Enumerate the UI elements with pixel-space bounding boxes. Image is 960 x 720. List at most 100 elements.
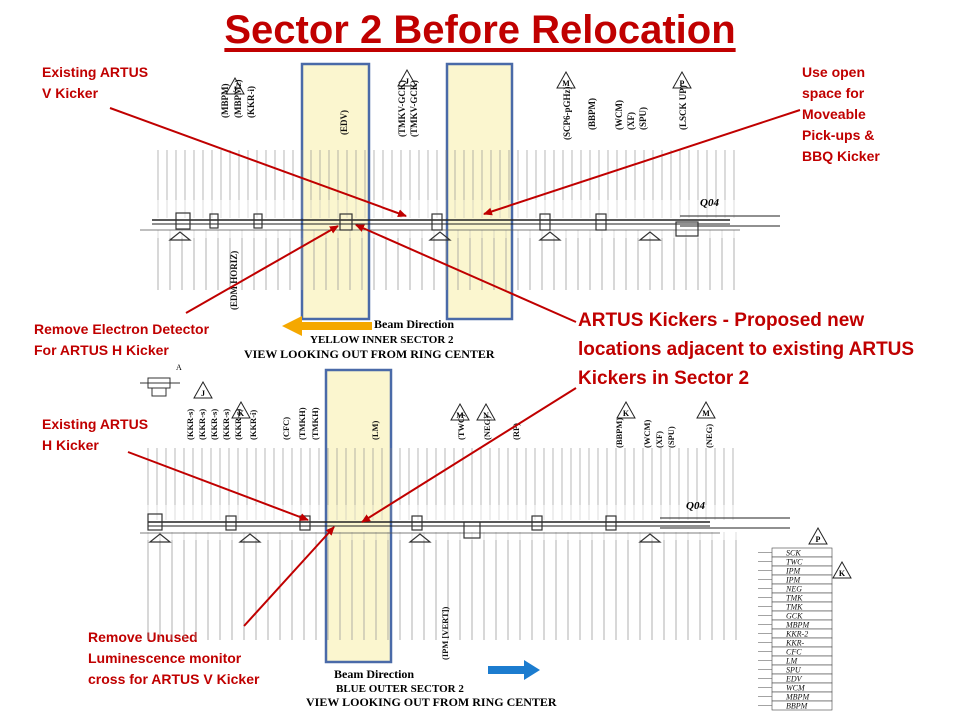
bottom-device-label: (TMKH) [297, 407, 307, 440]
top-device-label: (SPU) [638, 107, 648, 130]
bottom-device-label: (NEG) [704, 424, 714, 448]
legend-item: GCK [786, 612, 803, 621]
arrow-existing-v [109, 107, 407, 218]
marker-letter: P [680, 79, 685, 88]
top-beam-label: Beam Direction [374, 317, 454, 331]
marker-triangle [832, 560, 852, 579]
bottom-device-label: (XF) [654, 431, 664, 448]
marker-triangle [231, 400, 251, 419]
legend-row [771, 574, 833, 585]
legend-row [771, 646, 833, 657]
legend-item: BBPM [786, 702, 809, 711]
legend-item: MBPM [785, 621, 810, 630]
marker-letter: K [238, 409, 245, 418]
arrow-proposed-bottom [361, 387, 577, 523]
bottom-device-label: (KKR-s) [197, 409, 207, 440]
legend-table: PMJK SCKTWCIPMIPMNEGTMKTMKGCKMBPMKKR-2KK… [758, 526, 852, 711]
bottom-caption-1: BLUE OUTER SECTOR 2 [336, 683, 464, 695]
page-title: Sector 2 Before Relocation [224, 8, 736, 52]
marker-letter: J [405, 77, 409, 86]
legend-item: WCM [786, 684, 806, 693]
marker-triangle [450, 402, 470, 421]
bottom-device-label: (WCM) [642, 420, 652, 448]
marker-letter: M [562, 79, 570, 88]
arrow-remove-electron [185, 225, 339, 314]
legend-item: KKR- [785, 639, 805, 648]
top-device-label: (KKR-i) [246, 86, 256, 118]
bottom-device-label: (TMKH) [310, 407, 320, 440]
top-drawing: Q04 J J M P (MBPM) (MBPMz) (KKR-i) (EDV) (T… [140, 62, 780, 361]
legend-row [771, 565, 833, 576]
legend-row [771, 673, 833, 684]
bottom-beam-label: Beam Direction [334, 667, 414, 681]
bottom-device-label: (IPM [VERT]) [440, 607, 450, 660]
top-caption-2: VIEW LOOKING OUT FROM RING CENTER [244, 347, 495, 361]
marker-triangle [193, 380, 213, 399]
arrow-remove-lum [243, 526, 335, 627]
note-existing-h-kicker: Existing ARTUS H Kicker [42, 416, 149, 453]
marker-letter: M [702, 409, 710, 418]
bottom-device-label: (CFC) [281, 417, 291, 440]
marker-triangle [616, 400, 636, 419]
marker-triangle [696, 400, 716, 419]
svg-text:A: A [176, 363, 182, 372]
top-device-label: (MBPM) [220, 84, 230, 118]
top-device-label: (TMKV-GCK) [397, 80, 407, 137]
marker-letter: J [201, 389, 205, 398]
arrow-open-space [483, 109, 801, 216]
top-device-label: (XF) [626, 112, 636, 130]
arrow-proposed-top [355, 224, 577, 323]
legend-item: IPM [785, 567, 802, 576]
legend-item: TWC [786, 558, 803, 567]
bottom-device-label: (KKR-s) [185, 409, 195, 440]
note-existing-v-kicker: Existing ARTUS V Kicker [42, 64, 149, 101]
marker-letter: J [233, 85, 237, 94]
marker-letter: M [456, 411, 464, 420]
bottom-device-label: (SPU) [666, 426, 676, 448]
bottom-device-label: (KKR-s) [221, 409, 231, 440]
top-highlight-left [300, 62, 371, 321]
top-beam-arrow [282, 316, 372, 336]
top-device-label: (SCP6-pGHz) [562, 87, 572, 141]
legend-item: SCK [786, 549, 801, 558]
marker-triangle [556, 70, 576, 89]
legend-item: MBPM [785, 693, 810, 702]
legend-row [771, 664, 833, 675]
marker-letter: N [483, 411, 489, 420]
marker-triangle [672, 70, 692, 89]
legend-item: LM [785, 657, 798, 666]
legend-item: TMK [786, 603, 803, 612]
marker-triangle [225, 76, 245, 95]
top-device-label: (LSCK UP) [678, 85, 688, 130]
legend-item: IPM [785, 576, 802, 585]
bottom-device-label: (KKR-i) [248, 410, 258, 440]
top-device-label: (WCM) [614, 100, 624, 130]
top-highlight-right [445, 62, 514, 321]
top-quad-label: Q04 [700, 197, 719, 209]
bottom-device-label: (KKR-s) [233, 409, 243, 440]
bottom-device-label: (KKR-s) [209, 409, 219, 440]
legend-item: KKR-2 [785, 630, 808, 639]
legend-row [771, 583, 833, 594]
top-device-label: (EDM HORIZ) [229, 251, 239, 310]
bottom-device-label: (TWC) [456, 414, 466, 440]
note-proposed-locations: ARTUS Kickers - Proposed new locations a… [578, 310, 915, 389]
marker-letter: K [839, 569, 846, 578]
legend-item: CFC [786, 648, 802, 657]
marker-letter: P [816, 535, 821, 544]
legend-item: TMK [786, 594, 803, 603]
bottom-device-label: (BBPM) [614, 418, 624, 448]
legend-row [771, 547, 833, 558]
note-remove-electron-detector: Remove Electron Detector For ARTUS H Kic… [34, 321, 210, 358]
marker-triangle [808, 526, 828, 545]
legend-row [771, 655, 833, 666]
legend-item: NEG [785, 585, 802, 594]
legend-item: SPU [786, 666, 802, 675]
arrow-existing-h [127, 451, 309, 521]
top-device-label: (MBPMz) [233, 80, 243, 118]
top-caption-1: YELLOW INNER SECTOR 2 [310, 334, 454, 346]
top-device-label: (EDV) [339, 110, 349, 135]
marker-letter: K [623, 409, 630, 418]
